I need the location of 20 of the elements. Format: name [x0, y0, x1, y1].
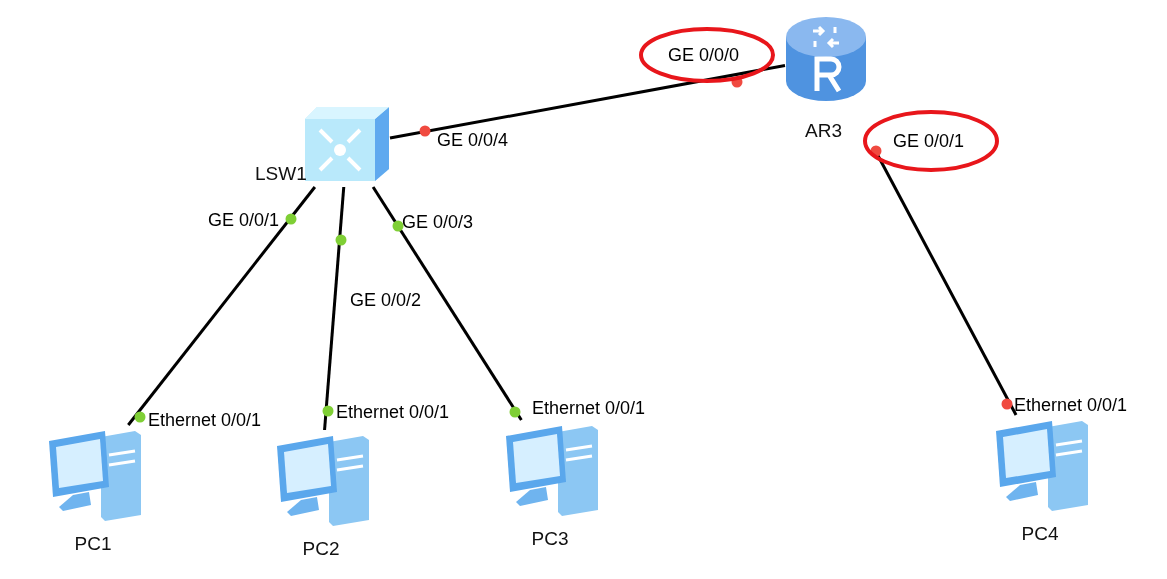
device-name: PC3 — [530, 528, 570, 550]
network-link — [323, 186, 346, 431]
port-label: GE 0/0/1 — [893, 131, 965, 151]
port-label: GE 0/0/0 — [668, 45, 740, 65]
port-label: Ethernet 0/0/1 — [148, 410, 262, 430]
network-link — [371, 186, 523, 421]
port-label: GE 0/0/3 — [402, 212, 474, 232]
device-name: LSW1 — [255, 163, 307, 185]
device-name: PC1 — [73, 533, 113, 555]
port-label: Ethernet 0/0/1 — [1014, 395, 1128, 415]
device-name: PC4 — [1020, 523, 1060, 545]
port-label: GE 0/0/4 — [437, 130, 509, 150]
network-link — [127, 186, 317, 426]
port-label: Ethernet 0/0/1 — [336, 402, 450, 422]
port-label: Ethernet 0/0/1 — [532, 398, 646, 418]
device-name: PC2 — [301, 538, 341, 560]
network-link — [389, 64, 786, 140]
port-label: GE 0/0/1 — [208, 210, 280, 230]
port-label: GE 0/0/2 — [350, 290, 422, 310]
device-name: AR3 — [805, 120, 842, 142]
